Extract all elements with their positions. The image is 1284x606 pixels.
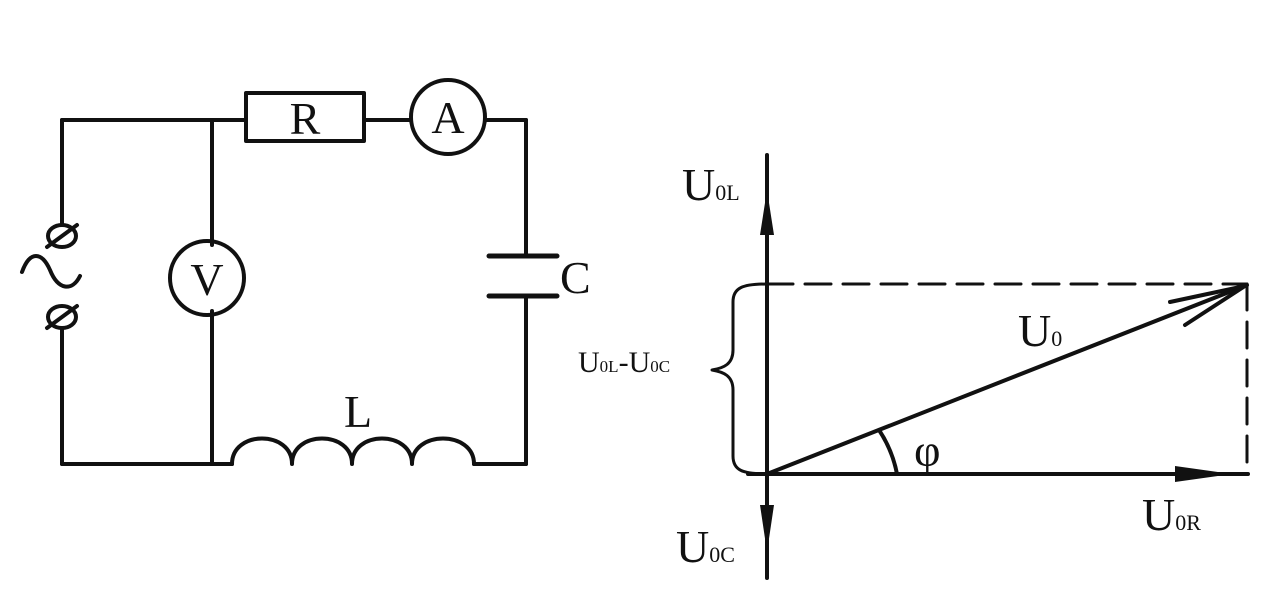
- capacitor-label: C: [560, 252, 591, 303]
- u0c-label: U0C: [676, 521, 735, 572]
- ammeter-circle: [409, 78, 487, 156]
- ammeter-label: A: [431, 92, 464, 143]
- ammeter: A: [409, 78, 487, 156]
- phi-angle-arc: [877, 428, 899, 476]
- circuit-wires: [60, 118, 528, 466]
- sine-wave-icon: [20, 254, 82, 289]
- u0-label: U0: [1018, 305, 1062, 356]
- u0l-label: U0L: [682, 159, 740, 210]
- source-terminal-top: [46, 223, 78, 249]
- u0-arrowhead: [1168, 284, 1247, 327]
- u0l-minus-u0c-label: U0L-U0C: [578, 346, 670, 379]
- circuit-schematic: R A V C L: [20, 78, 591, 466]
- source-terminal-bottom: [46, 304, 78, 330]
- phi-label: φ: [914, 425, 941, 476]
- resistor-body: [244, 91, 366, 143]
- inductor-coil: [230, 436, 476, 466]
- u0r-label: U0R: [1142, 489, 1201, 540]
- inductor-label: L: [344, 386, 372, 437]
- difference-brace: [710, 282, 769, 476]
- inductor: L: [230, 386, 476, 466]
- capacitor: C: [486, 252, 591, 303]
- source-terminal-bottom-slash: [45, 304, 79, 330]
- source-terminal-top-slash: [45, 223, 79, 249]
- resistor: R: [244, 91, 366, 144]
- u0-vector-line: [765, 283, 1249, 476]
- phasor-diagram: [710, 153, 1250, 580]
- voltmeter-label: V: [190, 254, 223, 305]
- voltmeter: V: [168, 239, 246, 317]
- u0r-arrowhead: [1175, 466, 1232, 482]
- ac-source: [20, 223, 82, 330]
- u0l-arrowhead: [760, 190, 774, 235]
- u0c-arrowhead: [760, 505, 774, 552]
- voltmeter-circle: [168, 239, 246, 317]
- resistor-label: R: [290, 93, 321, 144]
